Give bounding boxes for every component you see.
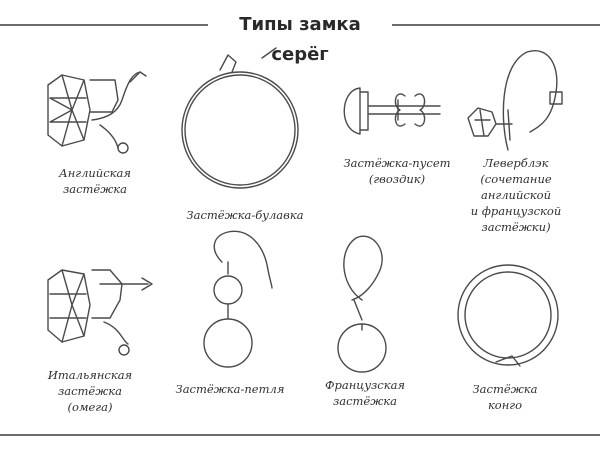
english-clasp-icon <box>47 71 147 154</box>
caption-italian-clasp: Итальянская застёжка (омега) <box>47 368 133 414</box>
italian-omega-clasp-icon <box>47 269 153 356</box>
page-title: Типы замка серёг <box>239 14 361 65</box>
french-clasp-icon <box>337 235 387 373</box>
caption-congo-clasp: Застёжка конго <box>472 382 538 412</box>
caption-stud-clasp: Застёжка-пусет (гвоздик) <box>343 156 451 186</box>
title-row: Типы замка серёг <box>0 10 600 65</box>
caption-leverback-clasp: Леверблэк (сочетание английской и францу… <box>470 156 562 234</box>
bottom-rule <box>0 434 600 436</box>
leverback-clasp-icon <box>467 50 563 151</box>
caption-english-clasp: Английская застёжка <box>58 166 131 196</box>
title-rule-right <box>392 24 600 26</box>
stud-clasp-icon <box>343 87 441 135</box>
hoop-pin-clasp-icon <box>181 47 299 189</box>
caption-french-clasp: Французская застёжка <box>324 378 406 408</box>
congo-clasp-icon <box>457 264 559 367</box>
fishhook-loop-clasp-icon <box>203 230 273 368</box>
caption-pin-clasp: Застёжка-булавка <box>186 208 304 222</box>
title-rule-left <box>0 24 208 26</box>
caption-loop-clasp: Застёжка-петля <box>175 382 285 396</box>
